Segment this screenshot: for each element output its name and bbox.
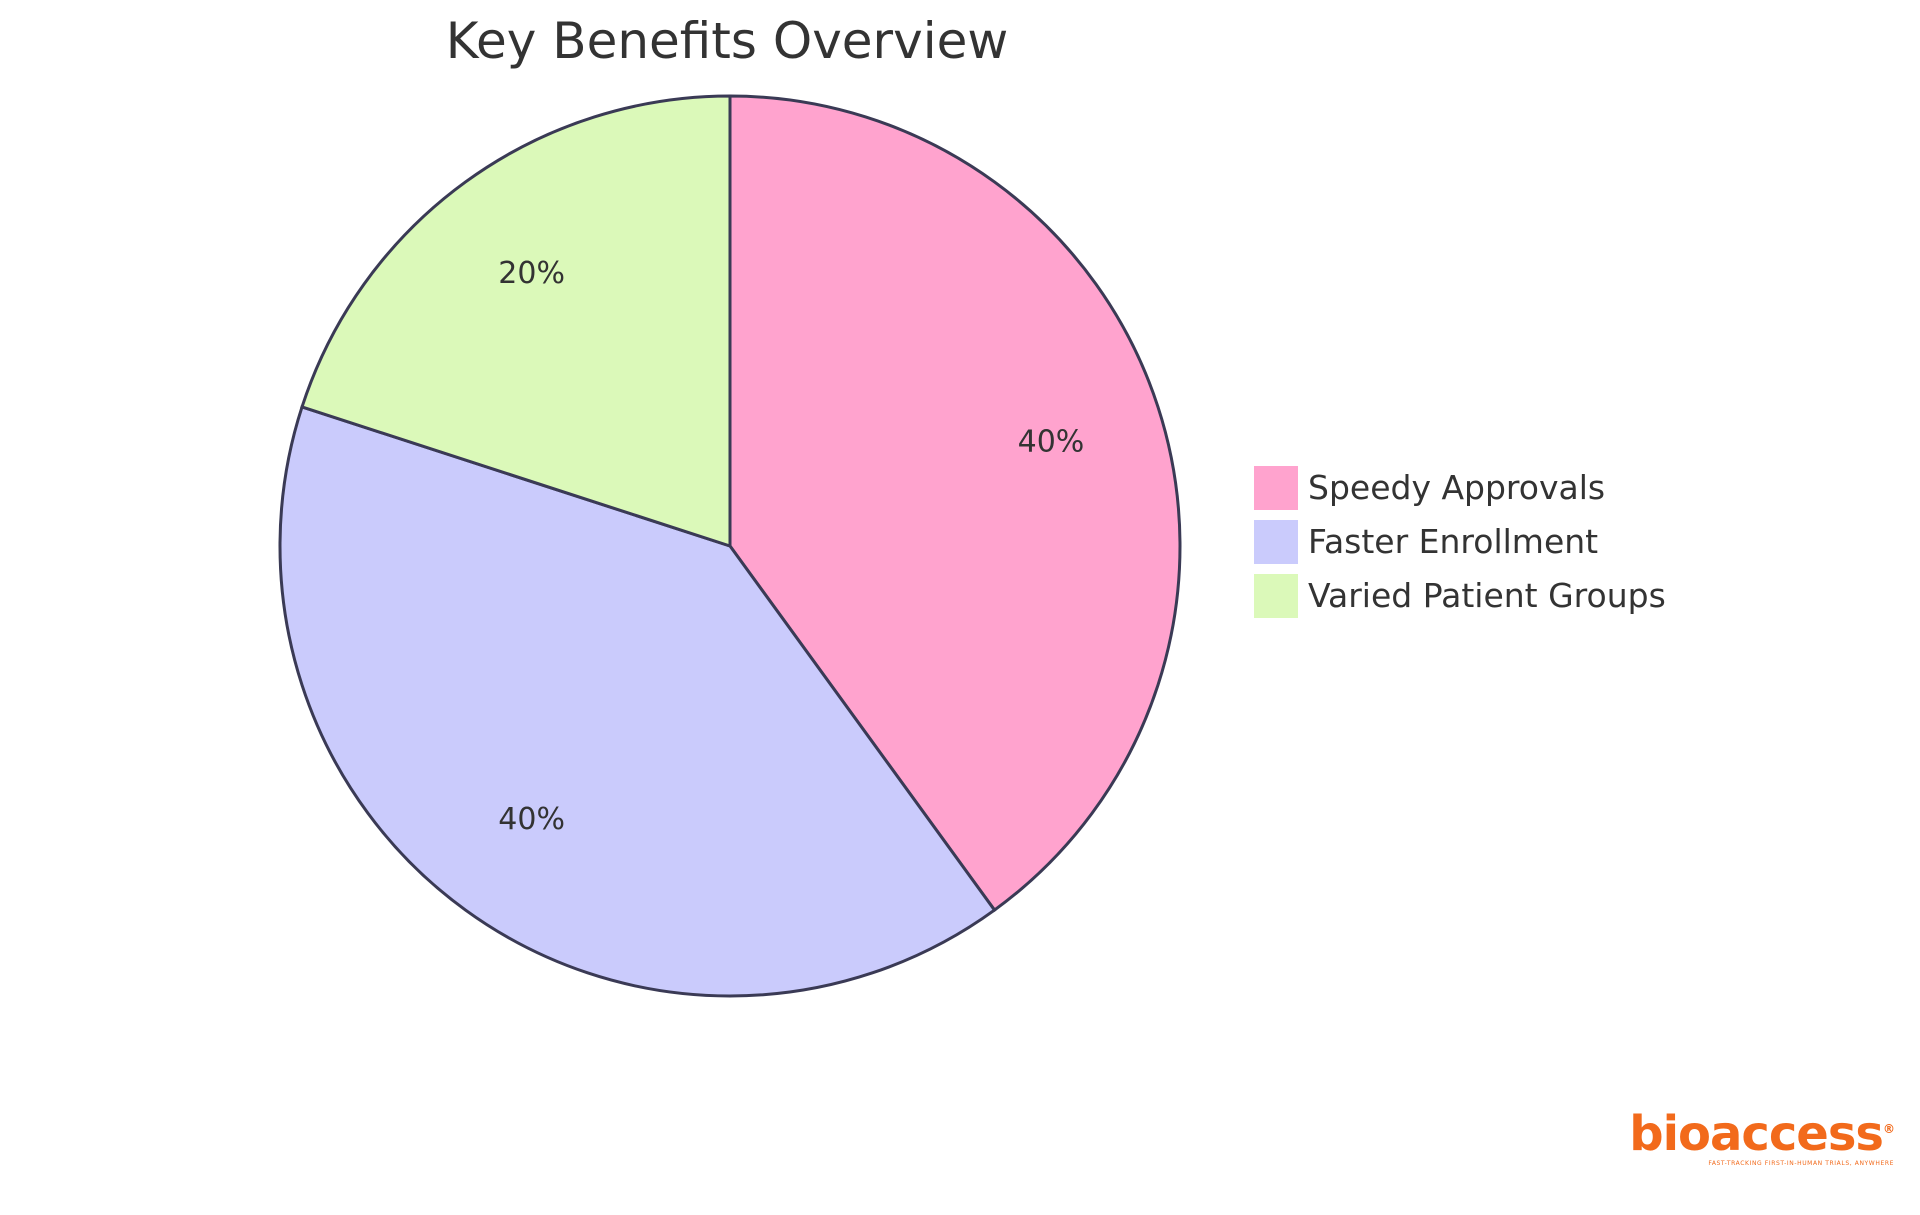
legend-label-1: Faster Enrollment — [1308, 522, 1598, 561]
pie-slices — [278, 94, 1182, 998]
slice-label-0: 40% — [1018, 425, 1085, 460]
logo-wordmark: bioaccess — [1629, 1106, 1884, 1162]
legend-label-0: Speedy Approvals — [1308, 468, 1605, 507]
pie-slice-0 — [728, 94, 1182, 913]
slice-label-1: 40% — [498, 802, 565, 837]
bioaccess-logo: bioaccess® FAST-TRACKING FIRST-IN-HUMAN … — [1629, 1110, 1895, 1167]
logo-registered-mark: ® — [1883, 1122, 1895, 1136]
pie-slice-labels: 40% 40% 20% — [498, 256, 1084, 837]
legend-swatch-2 — [1254, 574, 1298, 618]
legend-label-2: Varied Patient Groups — [1308, 576, 1666, 615]
chart-title: Key Benefits Overview — [446, 12, 1009, 70]
pie-slice-1 — [278, 405, 997, 998]
legend-swatch-0 — [1254, 466, 1298, 510]
pie-slice-2 — [300, 94, 732, 549]
legend-swatch-1 — [1254, 520, 1298, 564]
logo-tagline: FAST-TRACKING FIRST-IN-HUMAN TRIALS, ANY… — [1708, 1160, 1894, 1167]
slice-label-2: 20% — [498, 256, 565, 291]
